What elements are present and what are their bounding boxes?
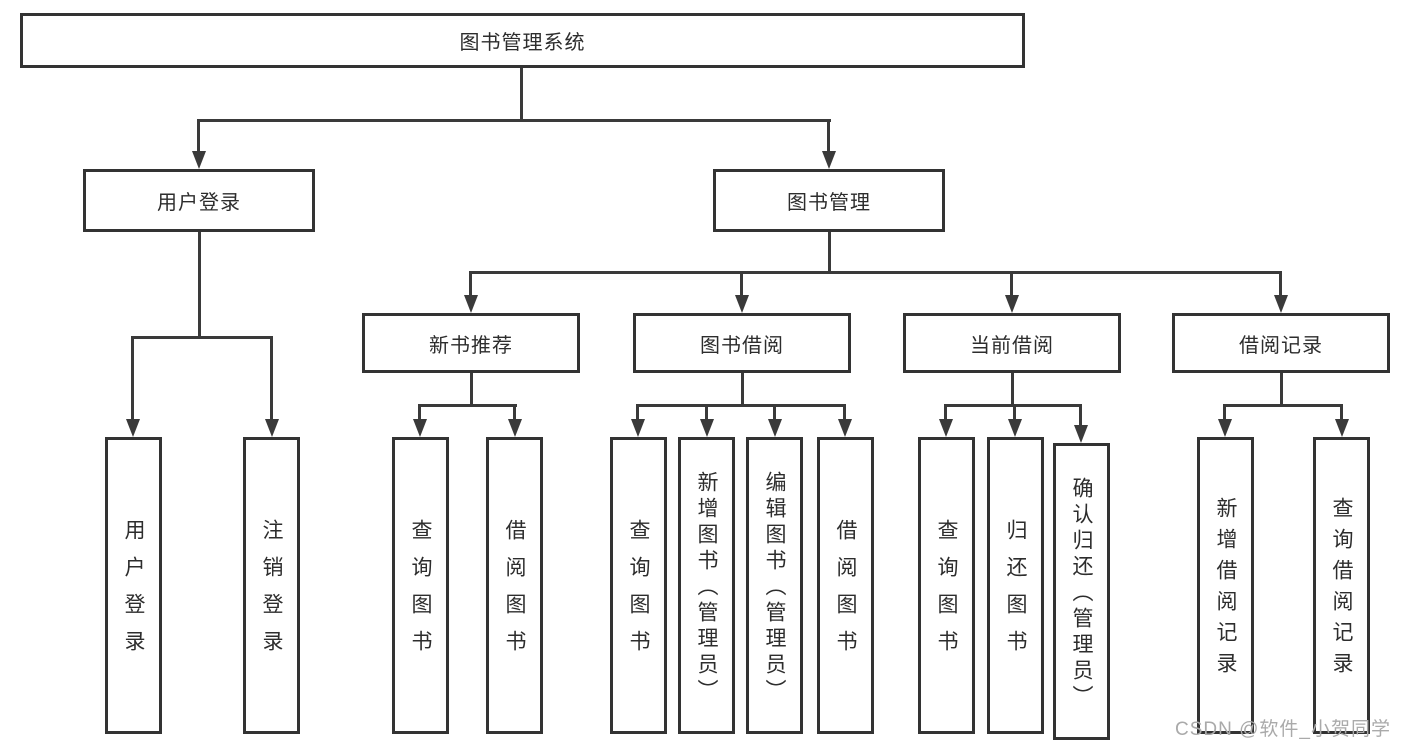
arrow-to-leaf-user-login: [126, 336, 140, 437]
arrow-to-leaf-borrow-books-2: [838, 404, 852, 437]
connector-bookborrow-stem: [741, 373, 744, 405]
arrow-to-book-borrow: [735, 271, 749, 313]
leaf-label: 归还图书: [1004, 518, 1027, 667]
connector-userlogin-stem: [198, 232, 201, 337]
leaf-user-login: 用户登录: [105, 437, 162, 734]
leaf-label: 查询图书: [627, 518, 650, 667]
leaf-query-books-newbook: 查询图书: [392, 437, 449, 734]
leaf-query-books-borrow: 查询图书: [610, 437, 667, 734]
node-current-borrow: 当前借阅: [903, 313, 1121, 373]
arrow-to-leaf-return-books: [1008, 404, 1022, 437]
leaf-confirm-return-admin: 确认归还（管理员）: [1053, 443, 1110, 740]
node-borrow-records: 借阅记录: [1172, 313, 1390, 373]
connector-userlogin-rail: [132, 336, 273, 339]
connector-bookborrow-rail: [637, 404, 846, 407]
connector-newbook-stem: [470, 373, 473, 405]
arrow-to-leaf-query-books-3: [939, 404, 953, 437]
leaf-edit-books-admin: 编辑图书（管理员）: [746, 437, 803, 734]
node-book-management: 图书管理: [713, 169, 945, 232]
arrow-to-leaf-edit-books: [768, 404, 782, 437]
leaf-label: 编辑图书（管理员）: [763, 470, 786, 705]
arrow-to-leaf-add-record: [1218, 404, 1232, 437]
node-label: 图书管理系统: [459, 32, 586, 54]
node-new-book-recommend: 新书推荐: [362, 313, 580, 373]
node-label: 图书管理: [787, 192, 871, 214]
leaf-borrow-books-borrow: 借阅图书: [817, 437, 874, 734]
connector-currentborrow-stem: [1011, 373, 1014, 405]
leaf-add-books-admin: 新增图书（管理员）: [678, 437, 735, 734]
leaf-return-books: 归还图书: [987, 437, 1044, 734]
leaf-add-borrow-record: 新增借阅记录: [1197, 437, 1254, 734]
connector-borrowrecord-rail: [1224, 404, 1343, 407]
arrow-to-leaf-logout: [265, 336, 279, 437]
arrow-to-current-borrow: [1005, 271, 1019, 313]
arrow-to-user-login: [192, 119, 206, 169]
node-label: 用户登录: [157, 192, 241, 214]
leaf-label: 借阅图书: [503, 518, 526, 667]
arrow-to-leaf-query-books-2: [631, 404, 645, 437]
leaf-label: 查询借阅记录: [1330, 496, 1353, 683]
arrow-to-leaf-confirm-return: [1074, 404, 1088, 443]
arrow-to-leaf-query-books-1: [413, 404, 427, 437]
leaf-borrow-books-newbook: 借阅图书: [486, 437, 543, 734]
connector-root-stem: [520, 68, 523, 120]
node-user-login: 用户登录: [83, 169, 315, 232]
connector-level3-rail: [470, 271, 1282, 274]
arrow-to-book-management: [822, 119, 836, 169]
leaf-logout: 注销登录: [243, 437, 300, 734]
connector-bookmgmt-stem: [828, 232, 831, 272]
arrow-to-leaf-query-record: [1335, 404, 1349, 437]
node-label: 图书借阅: [700, 334, 784, 357]
leaf-label: 新增图书（管理员）: [695, 470, 718, 705]
node-label: 当前借阅: [970, 334, 1054, 357]
leaf-label: 查询图书: [409, 518, 432, 667]
node-label: 借阅记录: [1239, 334, 1323, 357]
leaf-label: 新增借阅记录: [1214, 496, 1237, 683]
node-label: 新书推荐: [429, 334, 513, 357]
arrow-to-leaf-add-books: [700, 404, 714, 437]
csdn-watermark: CSDN @软件_小贺同学: [1175, 719, 1391, 740]
leaf-query-books-current: 查询图书: [918, 437, 975, 734]
leaf-label: 注销登录: [260, 518, 283, 667]
connector-level2-rail: [198, 119, 831, 122]
leaf-label: 确认归还（管理员）: [1070, 476, 1093, 711]
connector-borrowrecord-stem: [1280, 373, 1283, 405]
leaf-label: 用户登录: [122, 518, 145, 667]
node-book-borrow: 图书借阅: [633, 313, 851, 373]
arrow-to-leaf-borrow-books-1: [508, 404, 522, 437]
leaf-label: 借阅图书: [834, 518, 857, 667]
leaf-label: 查询图书: [935, 518, 958, 667]
connector-newbook-rail: [419, 404, 517, 407]
arrow-to-borrow-records: [1274, 271, 1288, 313]
arrow-to-new-book-recommend: [464, 271, 478, 313]
node-library-management-system: 图书管理系统: [20, 13, 1025, 68]
leaf-query-borrow-record: 查询借阅记录: [1313, 437, 1370, 734]
